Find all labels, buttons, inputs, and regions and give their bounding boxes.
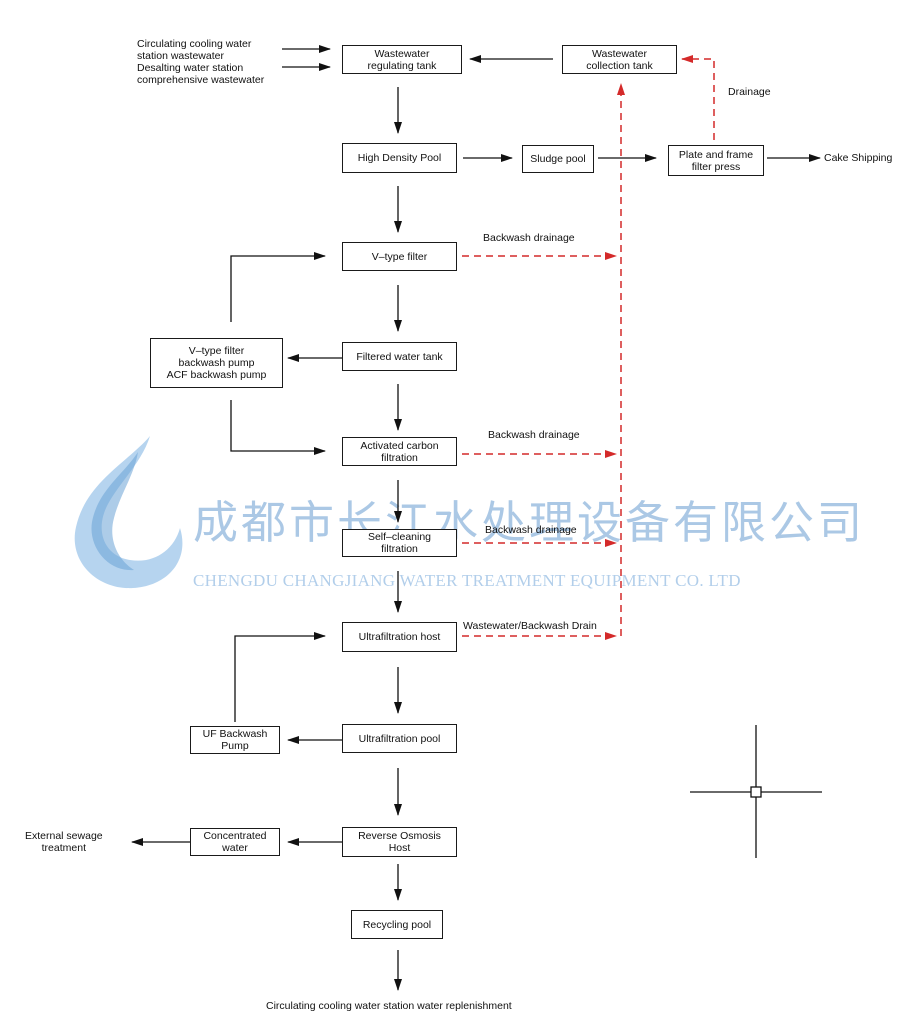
node-sludge-pool: Sludge pool xyxy=(522,145,594,173)
flow-arrow-ufpump-to-uf xyxy=(234,632,326,722)
watermark-company-name-cn: 成都市长江水处理设备有限公司 xyxy=(193,496,866,549)
label-input-circulating-cooling: Circulating cooling water station wastew… xyxy=(137,38,252,62)
node-activated-carbon-filtration: Activated carbon filtration xyxy=(342,437,457,466)
node-v-type-filter: V–type filter xyxy=(342,242,457,271)
crosshair-symbol xyxy=(690,725,822,858)
watermark-company-name-en: CHENGDU CHANGJIANG WATER TREATMENT EQUIP… xyxy=(193,571,741,590)
water-drop-logo xyxy=(74,436,183,589)
node-wastewater-regulating-tank: Wastewater regulating tank xyxy=(342,45,462,74)
node-high-density-pool: High Density Pool xyxy=(342,143,457,173)
node-uf-backwash-pump: UF Backwash Pump xyxy=(190,726,280,754)
node-recycling-pool: Recycling pool xyxy=(351,910,443,939)
flow-arrow-pump-to-acf xyxy=(230,400,326,455)
node-wastewater-collection-tank: Wastewater collection tank xyxy=(562,45,677,74)
label-backwash-drainage-vfilter: Backwash drainage xyxy=(483,232,575,244)
label-wastewater-backwash-drain: Wastewater/Backwash Drain xyxy=(463,620,597,632)
flow-arrow-pump-to-vfilter xyxy=(230,252,326,322)
drain-arrow-press-to-collection xyxy=(681,55,715,140)
node-backwash-pump: V–type filter backwash pump ACF backwash… xyxy=(150,338,283,388)
node-reverse-osmosis-host: Reverse Osmosis Host xyxy=(342,827,457,857)
node-self-cleaning-filtration: Self–cleaning filtration xyxy=(342,529,457,557)
label-output-replenishment: Circulating cooling water station water … xyxy=(266,1000,512,1012)
node-plate-and-frame-filter-press: Plate and frame filter press xyxy=(668,145,764,176)
node-ultrafiltration-pool: Ultrafiltration pool xyxy=(342,724,457,753)
label-backwash-drainage-acf: Backwash drainage xyxy=(488,429,580,441)
label-drainage: Drainage xyxy=(728,86,771,98)
node-ultrafiltration-host: Ultrafiltration host xyxy=(342,622,457,652)
label-external-sewage: External sewage treatment xyxy=(25,830,103,854)
label-cake-shipping: Cake Shipping xyxy=(824,152,893,164)
label-backwash-drainage-selfclean: Backwash drainage xyxy=(485,524,577,536)
node-concentrated-water: Concentrated water xyxy=(190,828,280,856)
label-input-desalting: Desalting water station comprehensive wa… xyxy=(137,62,265,86)
node-filtered-water-tank: Filtered water tank xyxy=(342,342,457,371)
